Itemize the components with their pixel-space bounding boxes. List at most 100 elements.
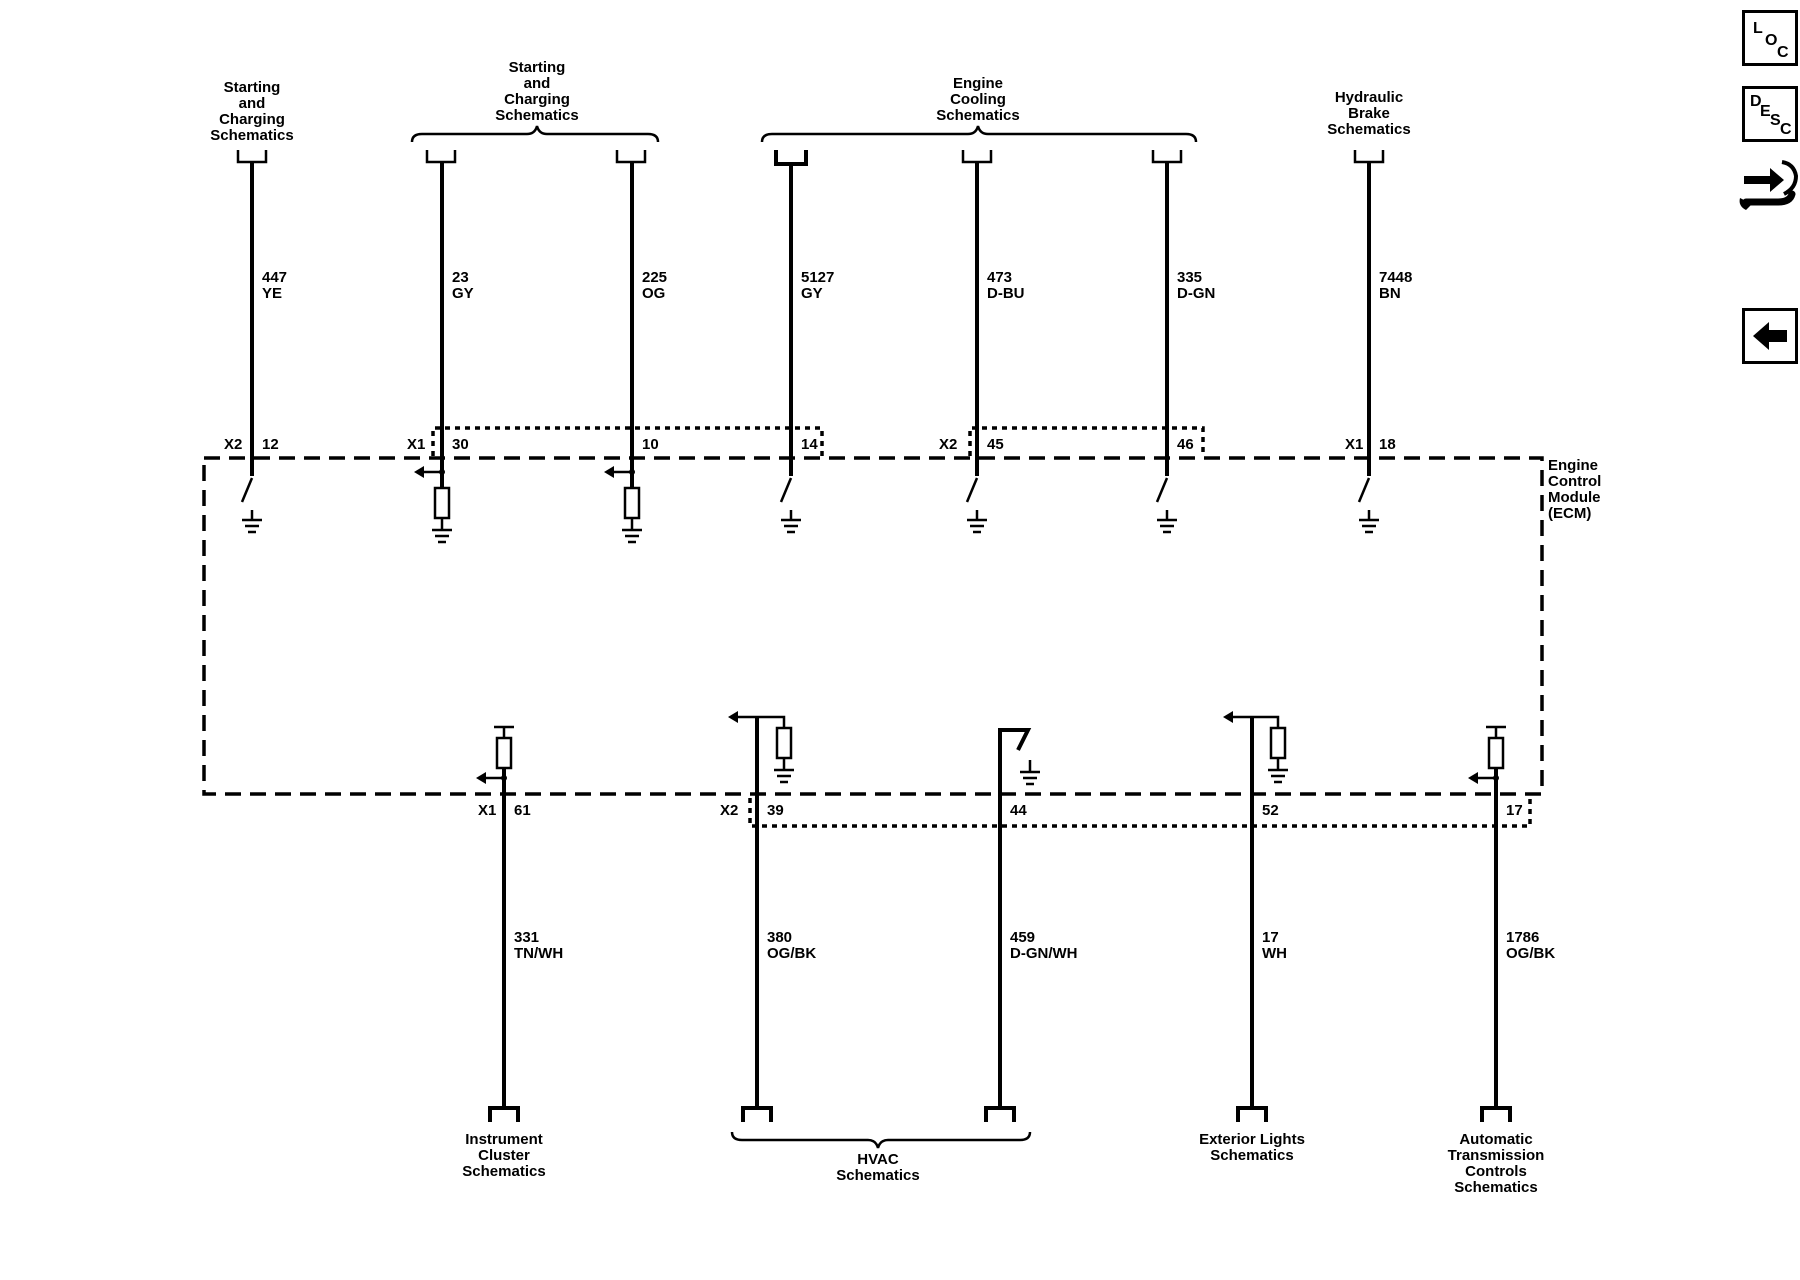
brace-starting-charging: [410, 125, 660, 143]
ecm-label-line-3: Module: [1548, 489, 1601, 506]
location-button[interactable]: L O C: [1742, 10, 1798, 66]
top-wire-225: 225 OG 10: [604, 150, 667, 544]
wire-color: YE: [262, 285, 282, 302]
pin-number: 18: [1379, 436, 1396, 453]
wrench-connector-icon: [1739, 160, 1799, 210]
circuit-number: 225: [642, 269, 667, 286]
description-button[interactable]: D E S C: [1742, 86, 1798, 142]
ecm-label: Engine Control Module (ECM): [1548, 457, 1601, 522]
pin-number: 10: [642, 436, 659, 453]
svg-text:Charging: Charging: [219, 111, 285, 128]
desc-icon: D E S C: [1750, 93, 1792, 138]
connector-id: X2: [224, 436, 242, 453]
svg-text:Schematics: Schematics: [210, 127, 293, 144]
pin-number: 14: [801, 436, 818, 453]
group-label-instrument-cluster: Instrument Cluster Schematics: [462, 1131, 545, 1180]
connector-id: X1: [478, 802, 496, 819]
pin-number: 52: [1262, 802, 1279, 819]
svg-text:Cooling: Cooling: [950, 91, 1006, 108]
top-wire-5127: 5127 GY 14: [774, 150, 834, 534]
svg-text:L: L: [1753, 20, 1763, 37]
svg-text:Schematics: Schematics: [936, 107, 1019, 124]
x2-top-connector-box: [968, 426, 1205, 456]
wire-color: GY: [801, 285, 823, 302]
svg-text:Charging: Charging: [504, 91, 570, 108]
svg-text:and: and: [239, 95, 266, 112]
svg-text:Starting: Starting: [509, 59, 566, 76]
connector-id: X2: [939, 436, 957, 453]
wire-color: OG/BK: [1506, 945, 1555, 962]
top-wire-23: 23 GY X1 30: [407, 150, 474, 544]
wire-color: BN: [1379, 285, 1401, 302]
circuit-number: 7448: [1379, 269, 1412, 286]
wire-color: TN/WH: [514, 945, 563, 962]
svg-text:Cluster: Cluster: [478, 1147, 530, 1164]
svg-text:Starting: Starting: [224, 79, 281, 96]
svg-text:Engine: Engine: [953, 75, 1003, 92]
connector-id: X1: [407, 436, 425, 453]
group-label-starting-charging-single: Starting and Charging Schematics: [210, 79, 293, 144]
circuit-number: 23: [452, 269, 469, 286]
connector-id: X2: [720, 802, 738, 819]
circuit-number: 1786: [1506, 929, 1539, 946]
pin-number: 30: [452, 436, 469, 453]
group-label-hvac: HVAC Schematics: [836, 1151, 919, 1184]
group-label-automatic-transmission: Automatic Transmission Controls Schemati…: [1448, 1131, 1545, 1196]
back-button[interactable]: [1742, 308, 1798, 364]
wire-color: OG: [642, 285, 665, 302]
circuit-number: 459: [1010, 929, 1035, 946]
svg-text:O: O: [1765, 32, 1777, 49]
wire-color: D-BU: [987, 285, 1025, 302]
brace-engine-cooling: [760, 125, 1198, 143]
circuit-number: 447: [262, 269, 287, 286]
svg-text:Exterior Lights: Exterior Lights: [1199, 1131, 1305, 1148]
top-wire-7448: 7448 BN X1 18: [1345, 150, 1412, 534]
circuit-number: 473: [987, 269, 1012, 286]
svg-text:Automatic: Automatic: [1459, 1131, 1532, 1148]
svg-text:E: E: [1760, 103, 1771, 120]
svg-text:HVAC: HVAC: [857, 1151, 899, 1168]
bottom-wire-331: 331 TN/WH X1 61: [476, 725, 563, 1122]
arrow-left-icon: [1753, 322, 1787, 350]
svg-text:C: C: [1777, 44, 1789, 61]
wire-color: WH: [1262, 945, 1287, 962]
pin-number: 45: [987, 436, 1004, 453]
pin-number: 39: [767, 802, 784, 819]
svg-text:Schematics: Schematics: [495, 107, 578, 124]
svg-text:Controls: Controls: [1465, 1163, 1527, 1180]
top-wire-447: 447 YE X2 12: [224, 150, 287, 534]
svg-text:Schematics: Schematics: [1210, 1147, 1293, 1164]
connector-id: X1: [1345, 436, 1363, 453]
bottom-wire-459: 459 D-GN/WH 44: [984, 728, 1078, 1122]
x1-top-connector-box: [431, 426, 824, 456]
circuit-number: 17: [1262, 929, 1279, 946]
svg-text:Schematics: Schematics: [1454, 1179, 1537, 1196]
connector-service-button[interactable]: [1738, 154, 1800, 220]
svg-text:Instrument: Instrument: [465, 1131, 543, 1148]
loc-icon: L O C: [1753, 20, 1789, 61]
svg-text:C: C: [1780, 121, 1792, 138]
wire-color: OG/BK: [767, 945, 816, 962]
pin-number: 61: [514, 802, 531, 819]
pin-number: 46: [1177, 436, 1194, 453]
pin-number: 12: [262, 436, 279, 453]
svg-text:Schematics: Schematics: [836, 1167, 919, 1184]
circuit-number: 335: [1177, 269, 1202, 286]
ecm-module-boundary: [202, 456, 1544, 796]
svg-text:Schematics: Schematics: [1327, 121, 1410, 138]
top-wire-335: 335 D-GN 46: [1151, 150, 1215, 534]
bottom-wire-17: 17 WH 52: [1223, 711, 1288, 1122]
svg-text:Schematics: Schematics: [462, 1163, 545, 1180]
svg-text:Hydraulic: Hydraulic: [1335, 89, 1403, 106]
group-label-starting-charging-pair: Starting and Charging Schematics: [495, 59, 578, 124]
circuit-number: 5127: [801, 269, 834, 286]
group-label-engine-cooling: Engine Cooling Schematics: [936, 75, 1019, 124]
svg-text:D: D: [1750, 93, 1762, 110]
group-label-exterior-lights: Exterior Lights Schematics: [1199, 1131, 1305, 1164]
pin-number: 44: [1010, 802, 1027, 819]
svg-text:S: S: [1770, 112, 1781, 129]
pin-number: 17: [1506, 802, 1523, 819]
svg-text:Brake: Brake: [1348, 105, 1390, 122]
svg-text:and: and: [524, 75, 551, 92]
